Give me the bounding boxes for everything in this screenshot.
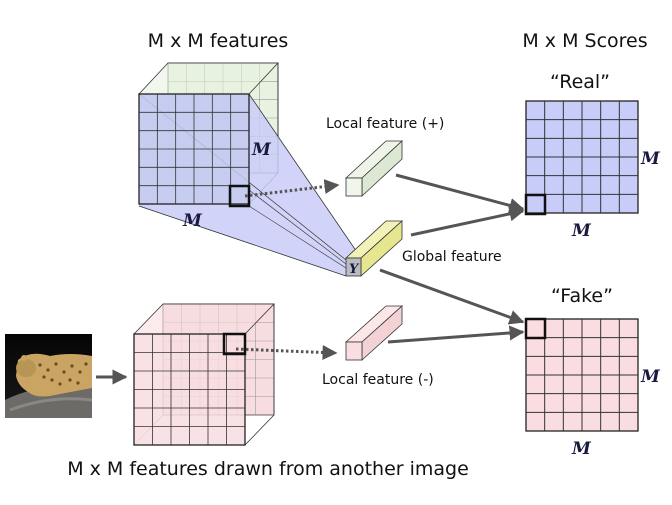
global-y-box <box>345 257 362 277</box>
dim-label-real-right: M <box>640 149 661 169</box>
scores-title: M x M Scores <box>522 30 647 52</box>
dotted-arrow-bottom <box>235 344 338 360</box>
local-feature-negative <box>344 305 404 361</box>
selected-patch-top[interactable] <box>228 184 251 208</box>
arrow-local-neg-to-fake <box>387 325 525 344</box>
top-cube-front-face <box>138 93 250 205</box>
fake-score-cell-selected <box>524 317 547 340</box>
global-symbol: Y <box>349 262 360 277</box>
dim-label-top-bottom: M <box>182 211 203 231</box>
arrow-local-pos-to-real <box>395 173 525 213</box>
dim-label-fake-right: M <box>640 367 661 387</box>
real-score-grid <box>524 100 639 216</box>
arrow-global-to-fake <box>379 268 525 325</box>
input-image <box>5 334 93 418</box>
real-label: “Real” <box>550 71 610 93</box>
global-feature <box>344 220 404 277</box>
dim-label-top-right: M <box>251 140 272 160</box>
fake-score-grid <box>524 317 639 432</box>
dim-label-fake-bottom: M <box>571 439 592 459</box>
local-feature-negative-label: Local feature (-) <box>322 372 434 388</box>
dotted-arrow-top <box>244 179 340 198</box>
selected-patch-bottom[interactable] <box>222 332 247 356</box>
bottom-feature-cube <box>133 303 275 446</box>
fake-label: “Fake” <box>551 285 613 307</box>
top-features-title: M x M features <box>148 30 289 52</box>
cube-edge <box>244 414 275 446</box>
local-feature-positive-label: Local feature (+) <box>326 116 444 132</box>
local-feature-positive <box>344 140 404 197</box>
bottom-caption: M x M features drawn from another image <box>67 458 469 480</box>
global-feature-label: Global feature <box>402 249 502 265</box>
dim-label-real-bottom: M <box>571 221 592 241</box>
real-score-cell-selected <box>524 193 547 216</box>
arrow-global-to-real <box>410 206 525 237</box>
